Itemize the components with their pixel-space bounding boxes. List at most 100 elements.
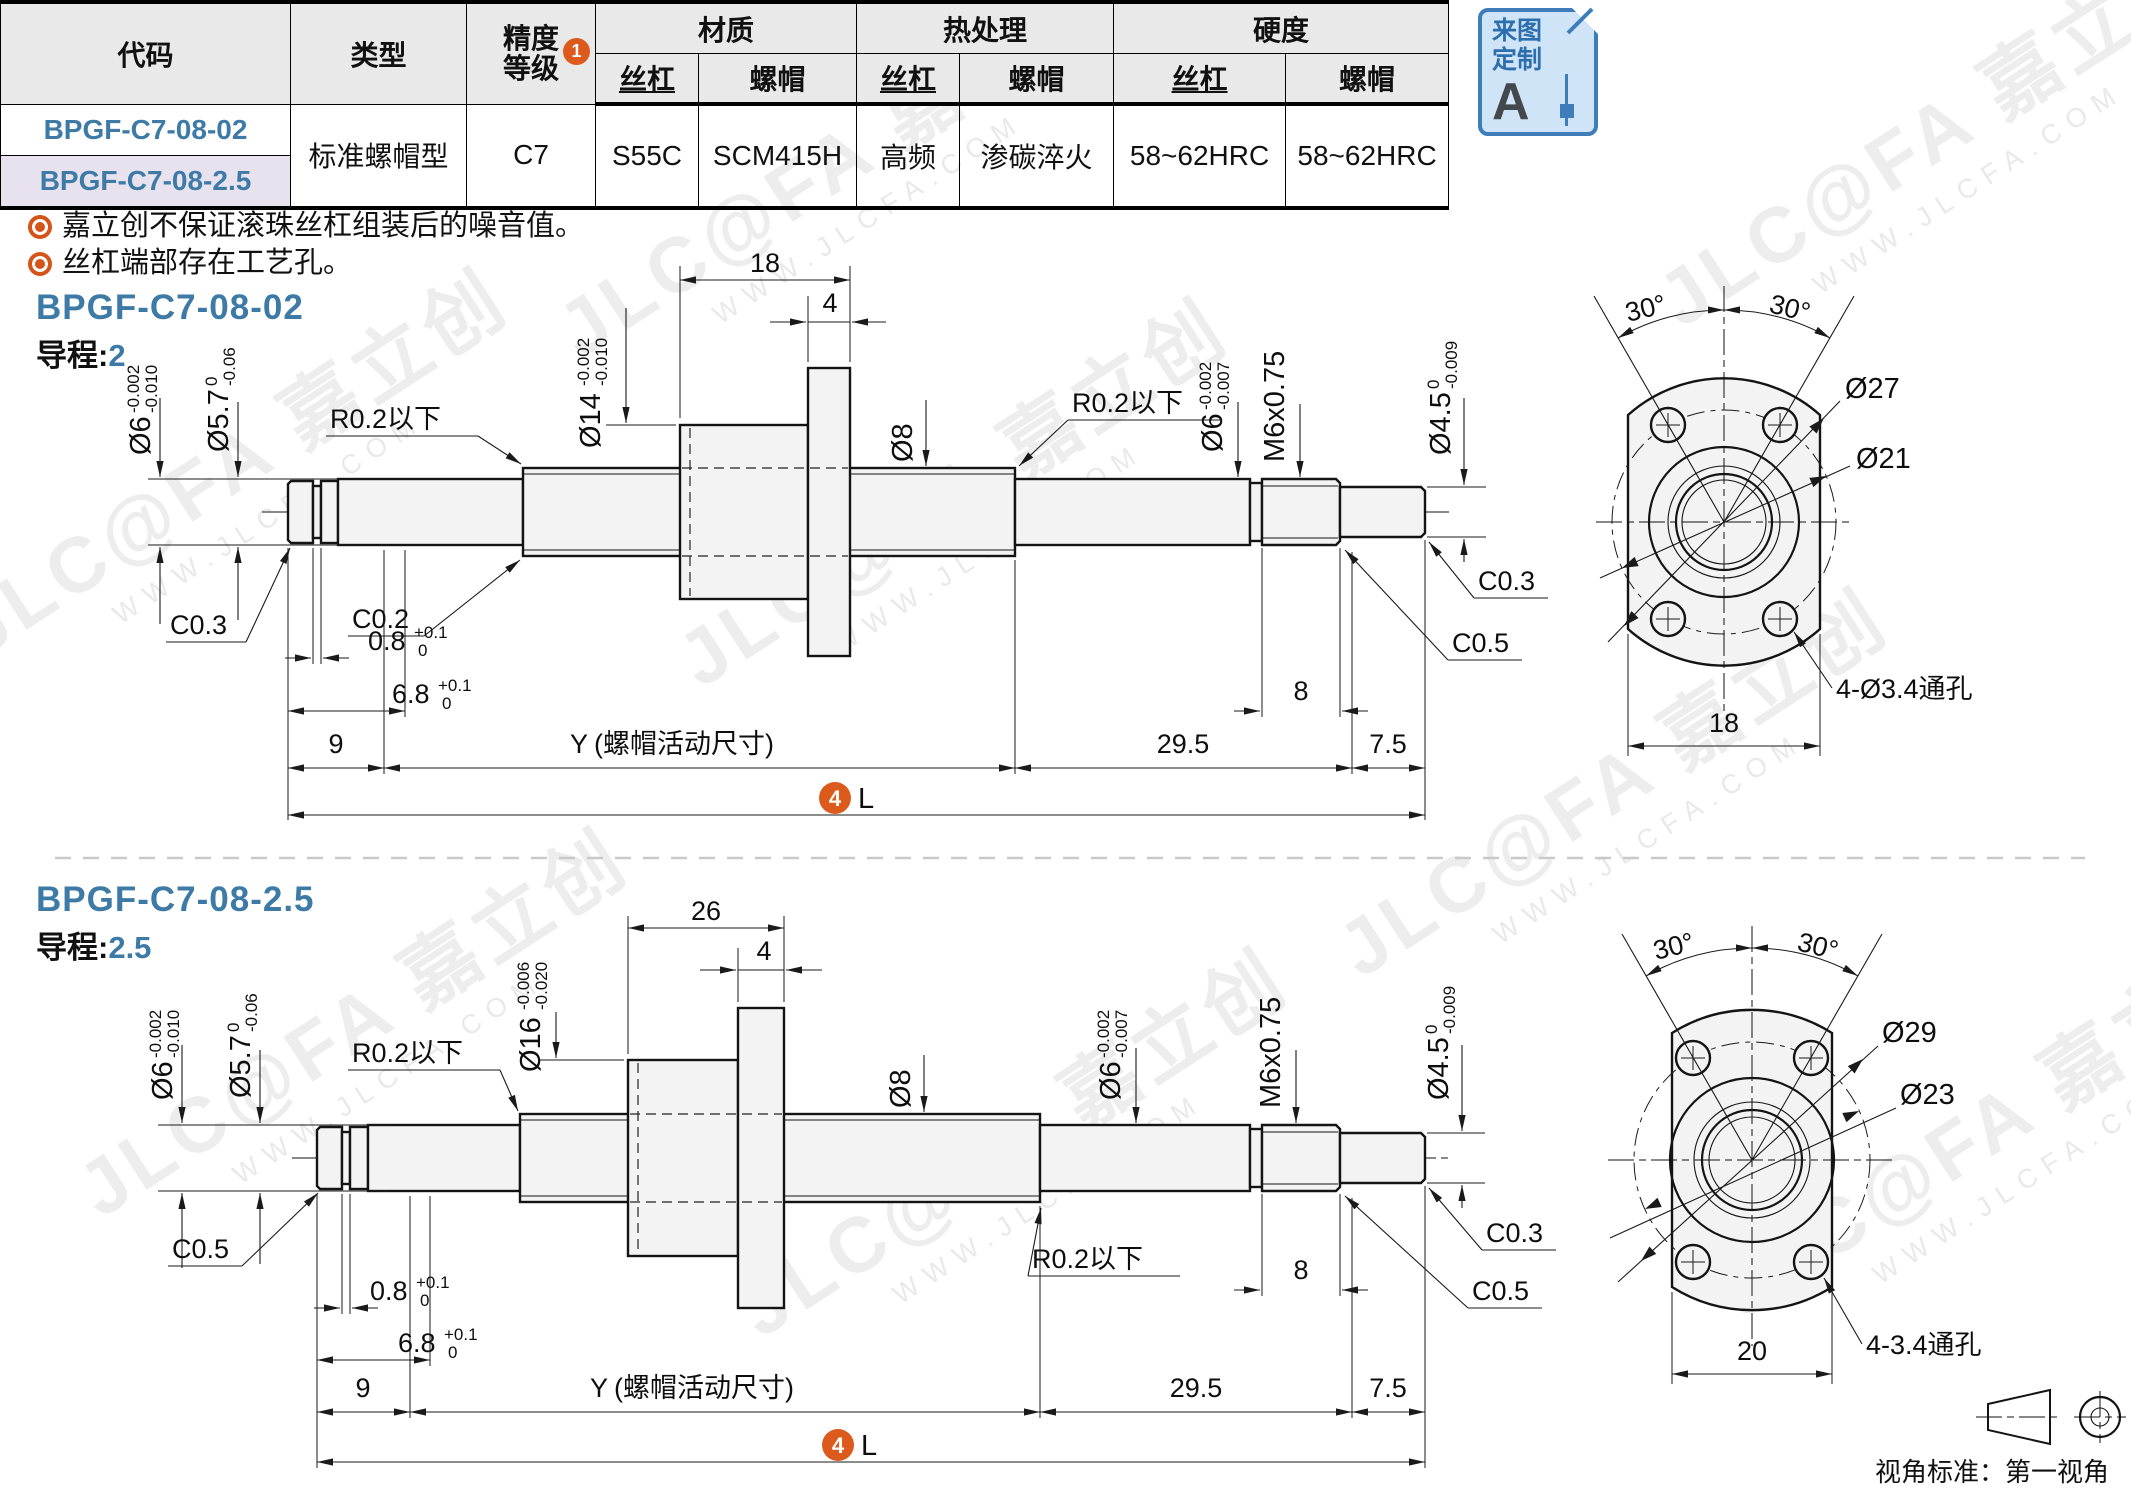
svg-text:-0.002: -0.002 xyxy=(1196,362,1215,410)
notes: 嘉立创不保证滚珠丝杠组装后的噪音值。 丝杠端部存在工艺孔。 xyxy=(28,208,584,282)
dim-thread-length: 8 xyxy=(1293,1255,1308,1285)
svg-text:-0.06: -0.06 xyxy=(220,347,239,386)
svg-text:+0.1: +0.1 xyxy=(444,1325,478,1344)
dim-dia6-left: Ø6 xyxy=(147,1061,179,1100)
cell-precision: C7 xyxy=(466,103,596,208)
dim-groove-width: 0.8 xyxy=(368,626,406,656)
col-header-heat: 热处理 xyxy=(856,1,1115,54)
dim-screw-dia: Ø8 xyxy=(887,423,919,462)
svg-text:-0.010: -0.010 xyxy=(142,365,161,413)
badge-dimension-line xyxy=(1565,74,1568,126)
dim-nut-dia: Ø16 xyxy=(515,1017,547,1072)
dim-flange-bcd: Ø23 xyxy=(1900,1079,1955,1111)
dim-groove-pos: 6.8 xyxy=(398,1328,436,1358)
badge-line1: 来图 xyxy=(1492,17,1543,45)
dim-groove-width: 0.8 xyxy=(370,1276,408,1306)
d1-nut-outline xyxy=(678,366,852,658)
dim-r02-left: R0.2以下 xyxy=(330,404,441,434)
dim-Y: Y xyxy=(570,729,588,759)
drawing1-lead: 导程:2 xyxy=(36,338,126,373)
badge-dimension-square xyxy=(1560,104,1574,118)
custom-drawing-badge[interactable]: 来图 定制 A xyxy=(1478,7,1598,136)
note-text: 嘉立创不保证滚珠丝杠组装后的噪音值。 xyxy=(62,210,585,242)
spec-table: 代码 类型 精度等级 1 材质 热处理 硬度 丝杠 螺帽 丝杠 螺帽 丝杠 螺帽… xyxy=(0,0,1450,210)
col-header-hardness: 硬度 xyxy=(1113,1,1450,54)
dim-flange-bcd: Ø21 xyxy=(1856,443,1911,475)
dim-7.5: 7.5 xyxy=(1369,1373,1407,1403)
dim-angle-left: 30° xyxy=(1650,927,1697,966)
d2-dimensions: Ø6-0.002-0.010 Ø5.70-0.06 R0.2以下 C0.5 26… xyxy=(146,896,1556,1468)
cell-heat-nut: 渗碳淬火 xyxy=(959,103,1115,208)
svg-text:4: 4 xyxy=(829,786,842,811)
svg-text:-0.002: -0.002 xyxy=(574,338,593,386)
dim-9: 9 xyxy=(355,1373,370,1403)
svg-text:0: 0 xyxy=(442,694,451,713)
dim-L: L xyxy=(861,1430,877,1462)
dim-angle-left: 30° xyxy=(1622,289,1669,328)
dim-c03-right: C0.3 xyxy=(1486,1218,1543,1248)
note-text: 丝杠端部存在工艺孔。 xyxy=(62,247,353,279)
table-row: BPGF-C7-08-02 标准螺帽型 C7 S55C SCM415H 高频 渗… xyxy=(0,103,1450,208)
part-code-link[interactable]: BPGF-C7-08-2.5 xyxy=(0,154,291,208)
col-header-type: 类型 xyxy=(290,1,467,105)
cell-hardness-nut: 58~62HRC xyxy=(1285,103,1450,208)
d1-shaft-outline xyxy=(262,466,1452,558)
dim-r02-right: R0.2以下 xyxy=(1072,388,1183,418)
view-standard-note: 视角标准：第一视角 xyxy=(1874,1457,2109,1487)
dim-thread: M6x0.75 xyxy=(1259,351,1291,462)
dim-flange-width: 4 xyxy=(756,936,771,966)
dim-Y: Y xyxy=(590,1373,608,1403)
dim-c05-right: C0.5 xyxy=(1472,1276,1529,1306)
dim-flange-flat-width: 18 xyxy=(1709,708,1739,738)
cell-type: 标准螺帽型 xyxy=(290,103,467,208)
part-code-link[interactable]: BPGF-C7-08-02 xyxy=(0,103,291,156)
svg-text:-0.010: -0.010 xyxy=(592,338,611,386)
dim-flange-width: 4 xyxy=(822,288,837,318)
dim-thread: M6x0.75 xyxy=(1255,997,1287,1108)
subheader-screw: 丝杠 xyxy=(595,53,699,106)
dim-7.5: 7.5 xyxy=(1369,729,1407,759)
dim-dia6-left: Ø6 xyxy=(125,416,157,455)
dim-flange-holes: 4-Ø3.4通孔 xyxy=(1836,674,1973,704)
svg-text:-0.002: -0.002 xyxy=(1094,1010,1113,1058)
note-line: 丝杠端部存在工艺孔。 xyxy=(28,245,584,282)
dim-nut-length: 18 xyxy=(750,248,780,278)
svg-text:0: 0 xyxy=(202,377,221,386)
svg-text:+0.1: +0.1 xyxy=(438,676,472,695)
dim-flange-od: Ø29 xyxy=(1882,1017,1937,1049)
dim-dia5.7-left: Ø5.7 xyxy=(203,389,235,452)
dim-angle-right: 30° xyxy=(1767,289,1814,328)
svg-text:-0.007: -0.007 xyxy=(1112,1010,1131,1058)
dim-29.5: 29.5 xyxy=(1157,729,1210,759)
svg-text:-0.007: -0.007 xyxy=(1214,362,1233,410)
dim-c03-left: C0.3 xyxy=(170,610,227,640)
dim-flange-flat-width: 20 xyxy=(1737,1336,1767,1366)
footnote-4-badge xyxy=(819,782,851,814)
subheader-nut: 螺帽 xyxy=(1285,53,1450,106)
d2-nut-outline xyxy=(626,1006,786,1310)
svg-text:0: 0 xyxy=(418,641,427,660)
cell-material-nut: SCM415H xyxy=(697,103,858,208)
dim-nut-length: 26 xyxy=(691,896,721,926)
svg-text:+0.1: +0.1 xyxy=(416,1273,450,1292)
dim-angle-right: 30° xyxy=(1795,927,1842,966)
subheader-nut: 螺帽 xyxy=(697,53,858,106)
badge-letter: A xyxy=(1492,73,1530,131)
d2-shaft-outline xyxy=(292,1112,1452,1204)
subheader-nut: 螺帽 xyxy=(959,53,1115,106)
svg-text:0: 0 xyxy=(1422,1025,1441,1034)
dim-c02: C0.2 xyxy=(352,604,409,634)
dim-nut-dia: Ø14 xyxy=(575,393,607,448)
svg-text:0: 0 xyxy=(448,1343,457,1362)
dim-c05-right: C0.5 xyxy=(1452,628,1509,658)
cell-heat-screw: 高频 xyxy=(856,103,961,208)
dim-r02-left: R0.2以下 xyxy=(352,1038,463,1068)
subheader-screw: 丝杠 xyxy=(856,53,961,106)
dim-flange-holes: 4-3.4通孔 xyxy=(1866,1330,1982,1360)
dim-dia6-right: Ø6 xyxy=(1197,413,1229,452)
svg-text:0: 0 xyxy=(1424,380,1443,389)
dim-groove-pos: 6.8 xyxy=(392,679,430,709)
col-header-material: 材质 xyxy=(594,1,858,54)
